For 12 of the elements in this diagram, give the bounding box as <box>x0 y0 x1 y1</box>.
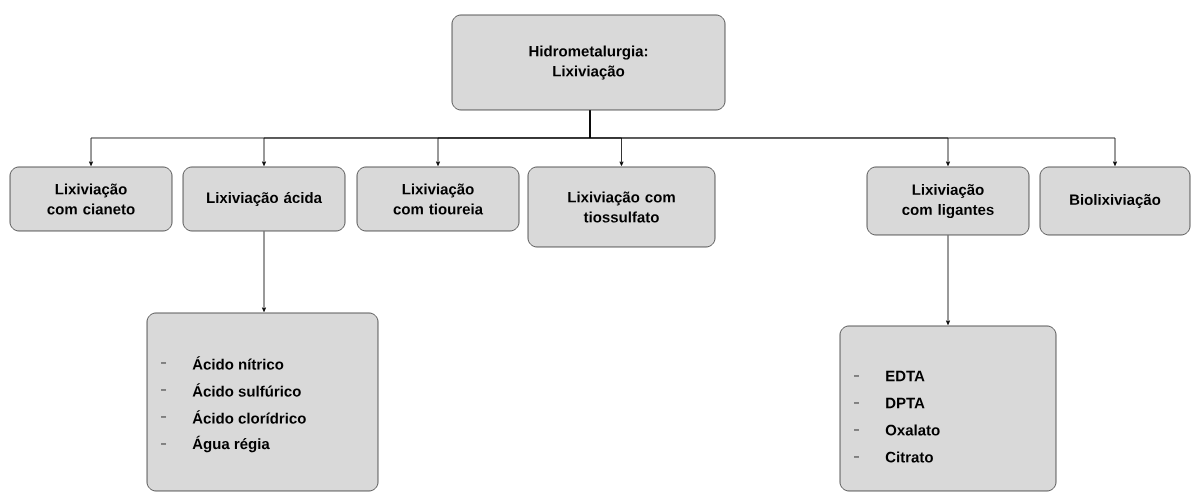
process-box: Biolixiviação <box>1039 166 1191 236</box>
list-box: EDTA DPTA Oxalato Citrato <box>839 325 1057 492</box>
process-box: Hidrometalurgia: Lixiviação <box>451 14 726 111</box>
arrow <box>262 231 266 312</box>
arrow <box>946 235 950 325</box>
process-box: Lixiviação com tiossulfato <box>527 166 716 248</box>
process-box: Lixiviação ácida <box>182 166 346 232</box>
list-box: Ácido nítrico Ácido sulfúrico Ácido clorídrico Água régia <box>146 312 379 492</box>
process-box: Lixiviação com cianeto <box>9 166 173 232</box>
arrow <box>589 110 1117 166</box>
process-box: Lixiviação com ligantes <box>866 166 1030 236</box>
process-box: Lixiviação com tioureia <box>356 166 520 232</box>
